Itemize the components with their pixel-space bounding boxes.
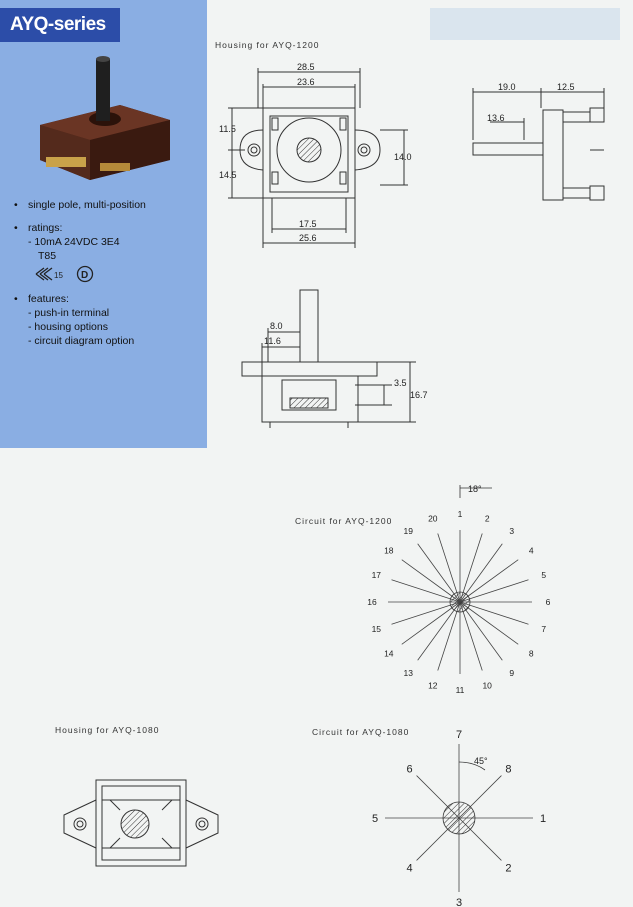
dim-label: 14.0 [394,152,412,162]
series-title: AYQ-series [0,8,120,42]
dim-label: 14.5 [219,170,237,180]
circuit-spoke [401,559,461,603]
dim-label: 17.5 [299,219,317,229]
circuit-position-label: 18 [384,545,394,555]
circuit-spoke [391,579,461,603]
cert-mark-number: 15 [54,271,63,280]
cert-logo-icon: 15 [35,267,63,281]
circuit-spoke [459,601,503,661]
circuit-spoke [437,533,461,603]
circuit-position-label: 19 [404,526,414,536]
dim-label: 23.6 [297,77,315,87]
circuit-position-label: 1 [540,813,546,825]
circuit-spoke [391,601,461,625]
circuit-position-label: 6 [546,597,551,607]
circuit-1080-diagram [385,744,533,892]
circuit-spoke [459,543,503,603]
circuit-1080-angle-label: 45° [474,756,488,766]
dim-label: 16.7 [410,390,428,400]
feature-bullet: features: [14,292,146,306]
top-view-drawing [228,68,408,248]
feature-bullet: single pole, multi-position [14,198,146,212]
svg-text:D: D [81,270,88,281]
angle-arc [458,761,486,771]
feature-item: - push-in terminal [28,307,110,319]
dim-label: 25.6 [299,233,317,243]
circuit-shaft [442,801,476,835]
dim-label: 3.5 [394,378,407,388]
circuit-spoke [459,533,483,603]
circuit-position-label: 9 [509,668,514,678]
circuit-position-label: 5 [372,813,378,825]
circuit-shaft [449,591,471,613]
front-view-drawing [241,289,416,428]
circuit-position-label: 6 [406,764,412,776]
circuit-position-label: 7 [456,729,462,741]
circuit-position-label: 11 [456,685,465,695]
circuit-position-label: 16 [367,597,377,607]
feature-bullet: ratings: [14,221,146,235]
rating-line: - 10mA 24VDC 3E4 [28,236,120,248]
circuit-spoke [459,601,529,625]
housing-1080-drawing [63,779,219,867]
circuit-1200-angle-label: 18° [468,484,482,494]
dim-label: 19.0 [498,82,516,92]
circuit-position-label: 12 [428,681,438,691]
circuit-spoke [401,601,461,645]
circuit-1080-label: Circuit for AYQ-1080 [312,727,410,737]
dim-label: 12.5 [557,82,575,92]
dim-label: 13.6 [487,113,505,123]
dim-label: 11.6 [264,336,281,346]
circuit-spoke [459,601,483,671]
product-photo [40,56,170,180]
feature-list: single pole, multi-position ratings: - 1… [14,198,146,348]
circuit-spoke [417,601,461,661]
certification-marks: 15 D [14,265,146,283]
circuit-spoke [459,559,519,603]
circuit-spoke [437,601,461,671]
circuit-position-label: 5 [541,570,546,580]
housing-1080-label: Housing for AYQ-1080 [55,725,160,735]
circuit-spoke [459,579,529,603]
circuit-position-label: 3 [509,526,514,536]
circuit-position-label: 7 [541,624,546,634]
circuit-position-label: 20 [428,513,438,523]
circuit-1200-diagram [388,485,532,674]
rating-line: T85 [38,250,57,262]
circuit-position-label: 2 [485,513,490,523]
dim-label: 8.0 [270,321,283,331]
circuit-position-label: 13 [404,668,414,678]
vde-d-mark-icon: D [76,265,94,283]
circuit-spoke [417,543,461,603]
circuit-position-label: 1 [458,509,463,519]
dim-label: 11.5 [219,124,236,134]
circuit-position-label: 3 [456,897,462,907]
circuit-position-label: 17 [372,570,382,580]
circuit-position-label: 8 [529,649,534,659]
header-decoration [430,8,620,40]
circuit-position-label: 10 [482,681,492,691]
circuit-position-label: 8 [505,764,511,776]
side-view-drawing [472,88,605,201]
circuit-1200-label: Circuit for AYQ-1200 [295,516,393,526]
dim-label: 28.5 [297,62,315,72]
circuit-spoke [459,601,519,645]
circuit-position-label: 2 [505,862,511,874]
housing-1200-label: Housing for AYQ-1200 [215,40,320,50]
circuit-position-label: 14 [384,649,394,659]
feature-item: - housing options [28,321,108,333]
circuit-position-label: 4 [406,862,412,874]
circuit-position-label: 15 [372,624,382,634]
circuit-position-label: 4 [529,545,534,555]
feature-item: - circuit diagram option [28,335,135,347]
